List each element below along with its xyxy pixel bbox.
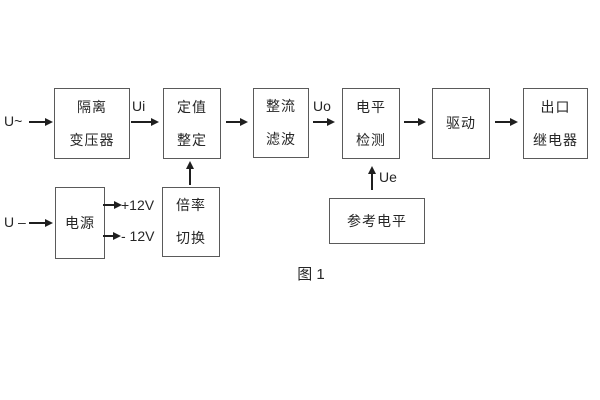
block-label-line: 出口 [540, 98, 571, 115]
block-isolation-transformer: 隔离 变压器 [54, 88, 130, 159]
block-label-line: 整流 [266, 98, 296, 114]
figure-caption: 图 1 [297, 266, 325, 283]
block-setting-adjust: 定值 整定 [163, 88, 221, 159]
block-label-line: 隔离 [77, 98, 107, 115]
arrow-power-to-minus12v [103, 235, 113, 237]
arrow-reference-to-level [371, 174, 373, 190]
label-input-dc: U – [4, 214, 26, 230]
arrow-level-to-driver [404, 121, 418, 123]
arrow-setting-to-rectifier [226, 121, 240, 123]
block-level-detect: 电平 检测 [342, 88, 400, 159]
block-label-line: 倍率 [176, 197, 206, 213]
block-rectifier-filter: 整流 滤波 [253, 88, 309, 158]
arrow-transformer-to-setting [131, 121, 151, 123]
block-power-supply: 电源 [55, 187, 105, 259]
label-minus-12v: - 12V [121, 228, 155, 244]
block-label-line: 整定 [177, 131, 207, 148]
label-plus-12v: +12V [121, 197, 155, 213]
arrow-driver-to-relay [495, 121, 510, 123]
block-label-line: 定值 [177, 98, 207, 115]
block-label-line: 切换 [176, 230, 206, 246]
block-label-line: 参考电平 [347, 212, 407, 229]
label-input-ac: U~ [4, 113, 23, 129]
block-label-line: 电平 [356, 98, 386, 115]
label-ue: Ue [379, 169, 397, 185]
block-output-relay: 出口 继电器 [523, 88, 588, 159]
block-reference-level: 参考电平 [329, 198, 425, 244]
arrow-uac-to-transformer [29, 121, 45, 123]
arrow-ratio-to-setting [189, 169, 191, 185]
block-label-line: 检测 [356, 131, 386, 148]
arrow-power-to-plus12v [103, 204, 114, 206]
arrow-rectifier-to-level [313, 121, 327, 123]
arrow-udc-to-power [29, 222, 45, 224]
block-label-line: 变压器 [69, 131, 115, 148]
block-label-line: 电源 [65, 214, 95, 231]
label-ui: Ui [132, 98, 146, 114]
block-label-line: 滤波 [266, 131, 296, 147]
label-uo: Uo [313, 98, 331, 114]
block-ratio-switch: 倍率 切换 [162, 187, 220, 257]
block-label-line: 继电器 [533, 131, 578, 148]
block-label-line: 驱动 [446, 115, 476, 131]
block-driver: 驱动 [432, 88, 490, 159]
